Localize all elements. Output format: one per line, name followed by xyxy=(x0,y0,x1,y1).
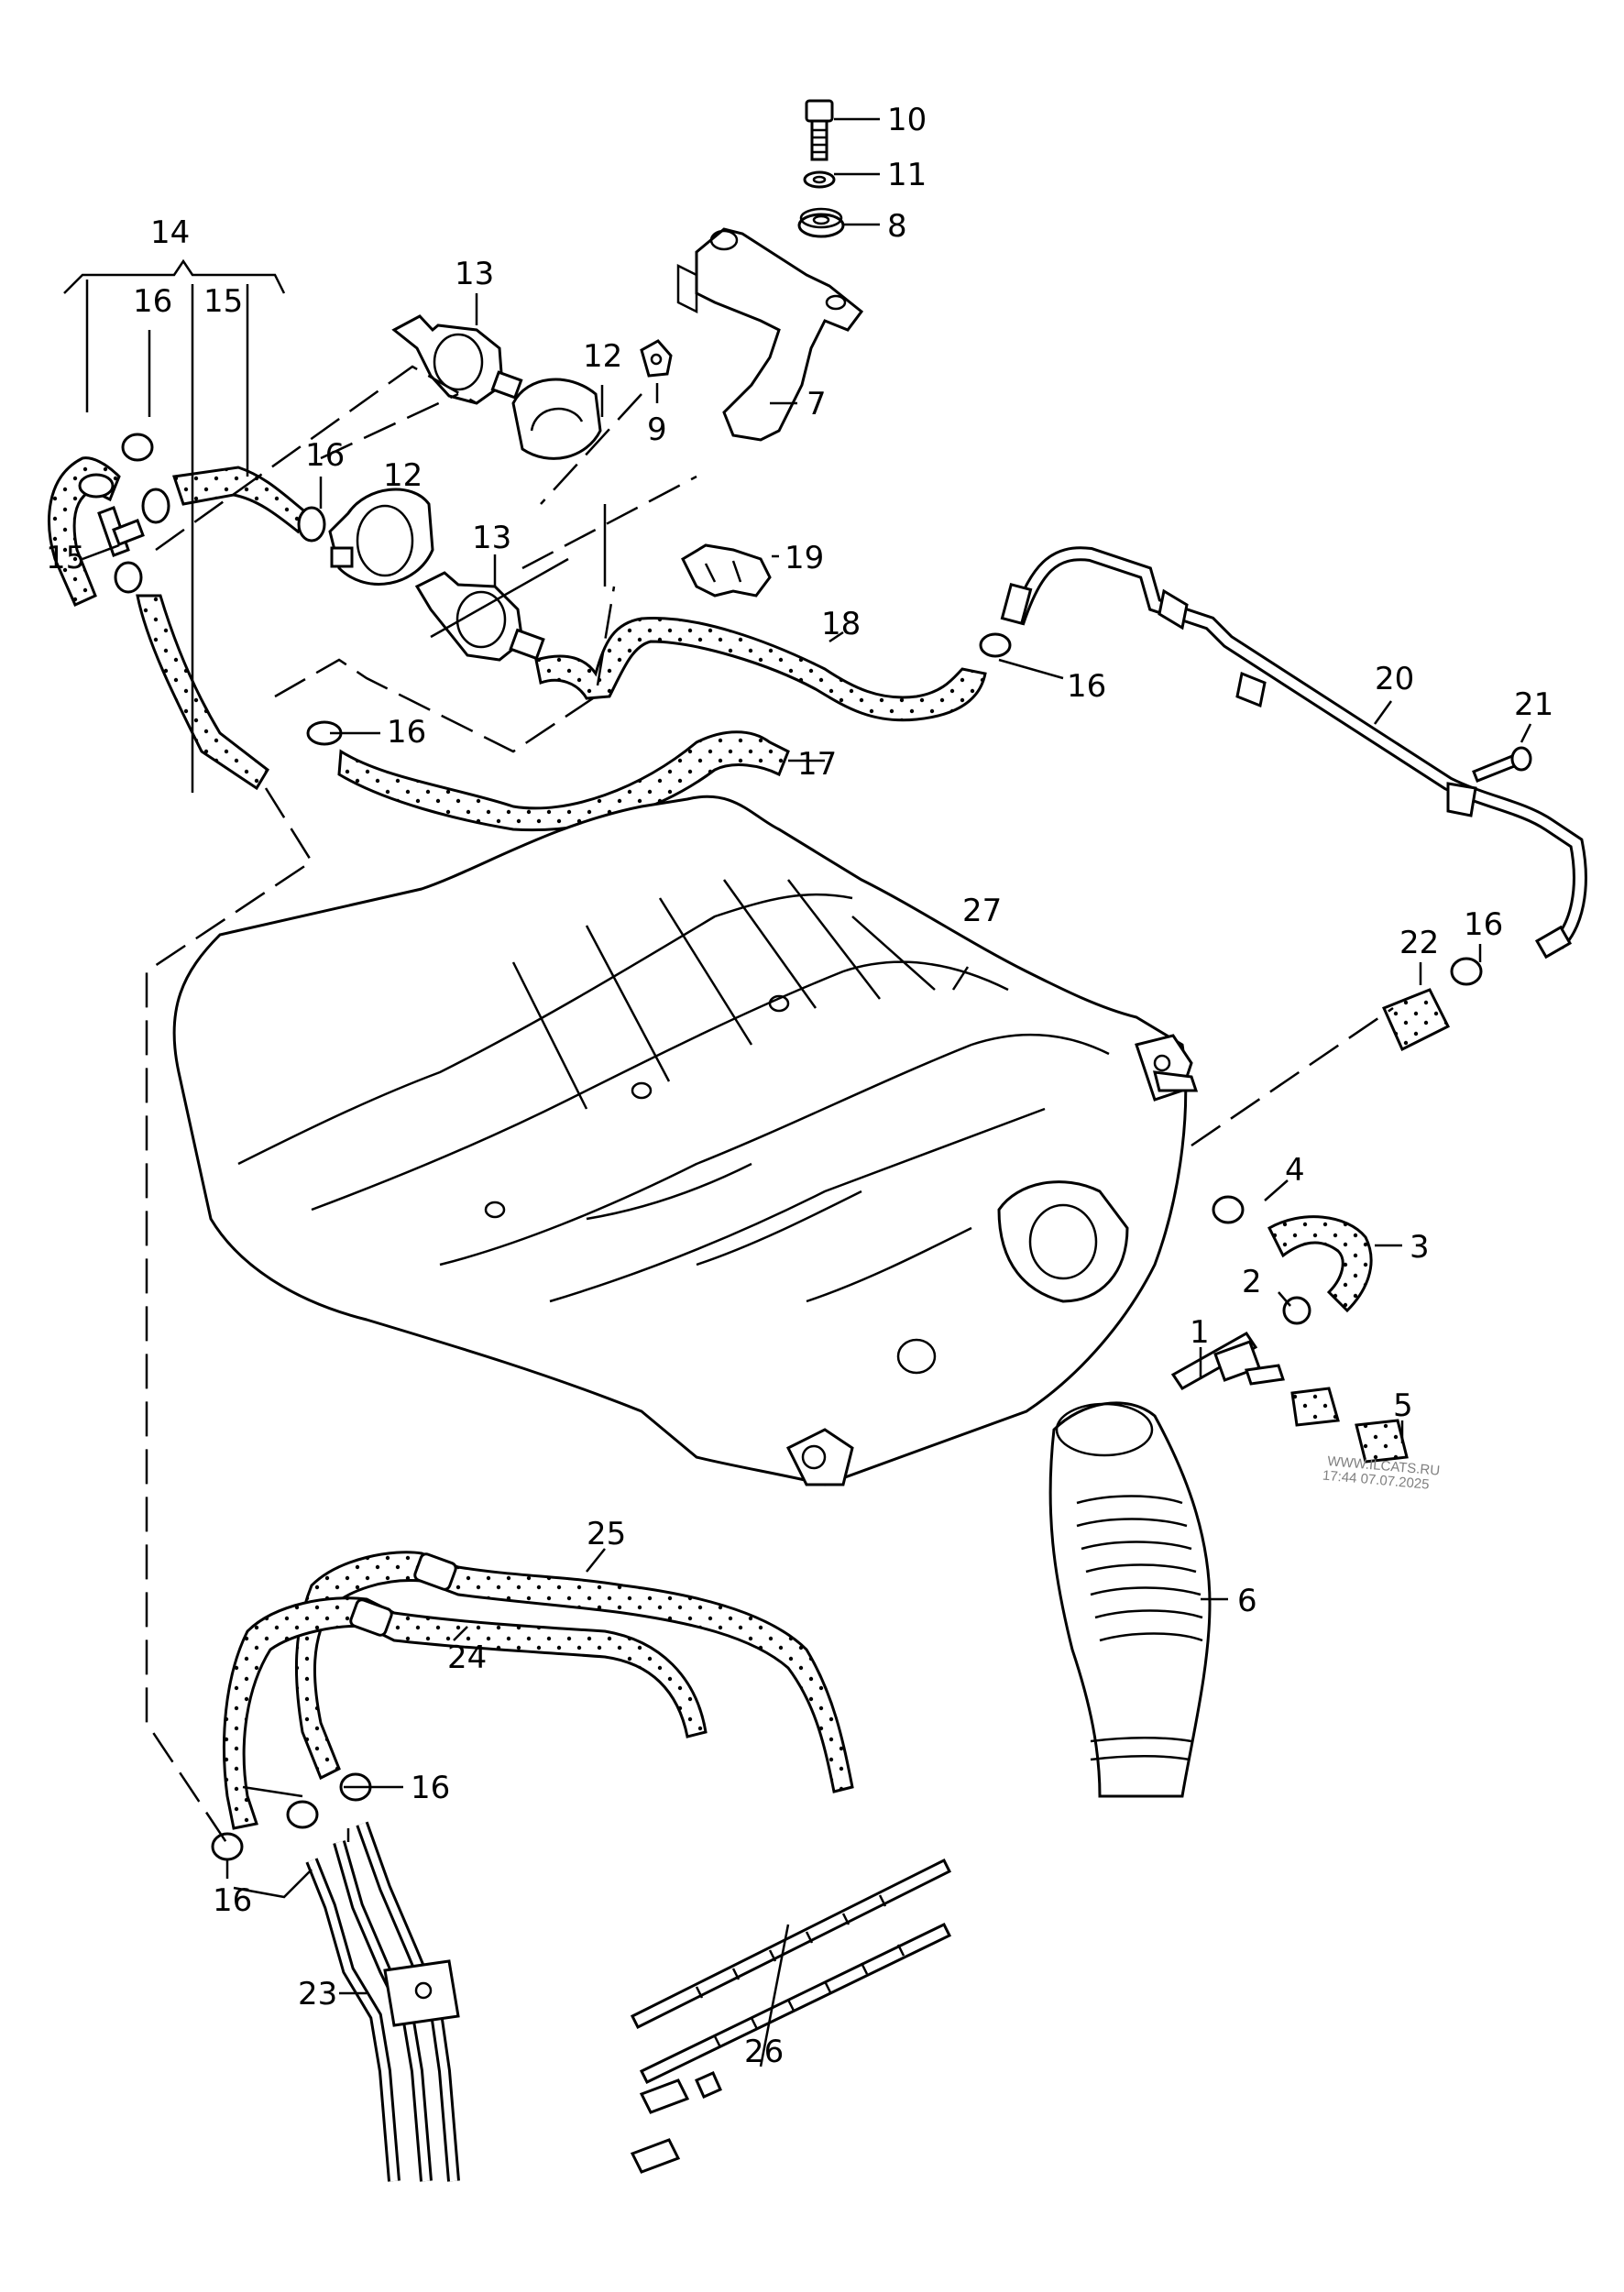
callout-13: 13 xyxy=(472,520,511,556)
callout-16: 16 xyxy=(213,1882,252,1919)
callout-1: 1 xyxy=(1190,1314,1210,1351)
clip-19[interactable] xyxy=(681,543,772,598)
dashed-reference-lines xyxy=(145,365,1394,1848)
holder-12-lower[interactable] xyxy=(328,488,434,586)
hose-clips[interactable] xyxy=(78,433,1012,746)
valve-13-upper[interactable] xyxy=(391,314,523,405)
callout-13: 13 xyxy=(455,256,494,292)
hose-24[interactable] xyxy=(222,1596,708,1830)
callout-labels: 10 11 8 14 13 16 15 12 9 7 16 12 15 13 1… xyxy=(46,102,1553,2070)
callout-7: 7 xyxy=(807,386,827,422)
callout-21: 21 xyxy=(1514,686,1553,723)
callout-16: 16 xyxy=(305,437,345,474)
callout-17: 17 xyxy=(797,746,837,783)
callout-12: 12 xyxy=(383,457,422,494)
bracket-7[interactable] xyxy=(676,227,864,442)
callout-15: 15 xyxy=(203,283,243,320)
callout-15: 15 xyxy=(46,540,85,576)
engine-cover-27[interactable] xyxy=(172,795,1199,1486)
hose-14-lower[interactable] xyxy=(136,594,269,791)
holder-12-upper[interactable] xyxy=(511,378,602,460)
hose-25[interactable] xyxy=(294,1551,854,1793)
cable-ties-26[interactable] xyxy=(630,1858,952,2174)
callout-16: 16 xyxy=(133,283,172,320)
callout-4: 4 xyxy=(1285,1152,1305,1189)
callout-9: 9 xyxy=(647,411,667,448)
callout-16: 16 xyxy=(1067,668,1106,705)
callout-16: 16 xyxy=(411,1770,450,1806)
hose-3[interactable] xyxy=(1267,1215,1373,1313)
bolt-10[interactable] xyxy=(805,99,834,161)
callout-8: 8 xyxy=(887,208,907,245)
callout-16: 16 xyxy=(387,714,426,751)
tee-connector-15[interactable] xyxy=(97,506,145,557)
watermark: WWW.ILCATS.RU 17:44 07.07.2025 xyxy=(1322,1453,1440,1493)
callout-2: 2 xyxy=(1242,1264,1262,1300)
callout-16: 16 xyxy=(1464,906,1503,943)
hose-22[interactable] xyxy=(1381,988,1451,1052)
tubes-23[interactable] xyxy=(305,1821,460,2182)
callout-24: 24 xyxy=(447,1639,487,1676)
hose-15[interactable] xyxy=(172,466,309,534)
callout-3: 3 xyxy=(1410,1229,1430,1266)
clip-16-right[interactable] xyxy=(1450,957,1483,986)
callout-18: 18 xyxy=(821,606,861,642)
callout-25: 25 xyxy=(587,1516,626,1552)
callout-12: 12 xyxy=(583,338,622,375)
callout-26: 26 xyxy=(744,2034,784,2070)
callout-14: 14 xyxy=(150,214,190,251)
washer-11[interactable] xyxy=(803,170,836,189)
clip-9[interactable] xyxy=(640,339,673,378)
screw-21[interactable] xyxy=(1472,746,1532,783)
callout-22: 22 xyxy=(1399,925,1439,961)
pipe-20[interactable] xyxy=(1000,546,1587,960)
callout-20: 20 xyxy=(1375,661,1414,697)
callout-23: 23 xyxy=(298,1976,337,2012)
callout-11: 11 xyxy=(887,157,927,193)
clip-4[interactable] xyxy=(1212,1195,1245,1224)
hose-18[interactable] xyxy=(534,616,987,722)
connector-1[interactable] xyxy=(1170,1332,1285,1390)
callout-6: 6 xyxy=(1237,1583,1257,1619)
clip-2[interactable] xyxy=(1282,1296,1311,1325)
leader-lines xyxy=(63,117,1532,2067)
callout-27: 27 xyxy=(962,893,1002,929)
grommet-8[interactable] xyxy=(797,207,845,238)
callout-10: 10 xyxy=(887,102,927,138)
intake-hose-6[interactable] xyxy=(1048,1401,1212,1798)
callout-5: 5 xyxy=(1393,1387,1413,1424)
hose-5[interactable] xyxy=(1290,1387,1409,1464)
hose-17[interactable] xyxy=(337,730,790,832)
callout-19: 19 xyxy=(785,540,824,576)
valve-13-lower[interactable] xyxy=(414,571,545,662)
